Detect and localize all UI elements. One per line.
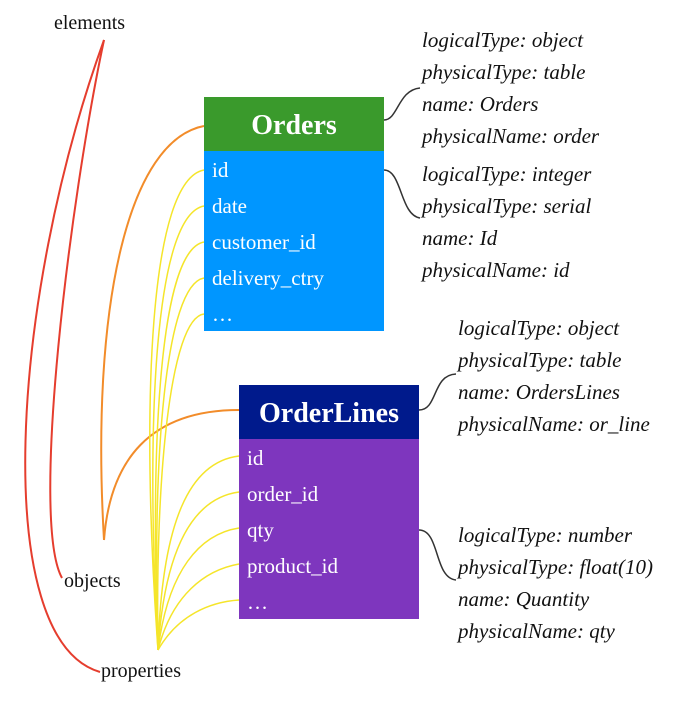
meta-line: physicalName: or_line: [458, 412, 650, 436]
properties-to-orders-customer-link: [154, 241, 205, 651]
meta-line: physicalName: qty: [458, 619, 615, 643]
orders-meta-bracket: [383, 87, 421, 121]
orders-field-delivery-ctry: delivery_ctry: [212, 266, 324, 290]
meta-line: logicalType: object: [458, 316, 620, 340]
properties-to-orders-date-link: [152, 205, 205, 651]
meta-line: physicalType: serial: [422, 194, 592, 218]
meta-line: physicalType: float(10): [458, 555, 653, 579]
orders-table-header: Orders: [204, 97, 384, 151]
orderlines-field-id: id: [247, 446, 264, 470]
meta-line: logicalType: number: [458, 523, 632, 547]
meta-line: physicalName: order: [422, 124, 600, 148]
orderlines-field-more: …: [247, 590, 268, 614]
properties-to-orders-more-link: [156, 313, 205, 651]
properties-to-orderlines-orderid-link: [157, 491, 240, 651]
meta-line: name: OrdersLines: [458, 380, 620, 404]
properties-to-orders-id-link: [149, 169, 205, 651]
orders-table-body: id date customer_id delivery_ctry …: [204, 151, 384, 331]
orderlines-meta-bracket: [418, 373, 457, 411]
orderlines-field-qty: qty: [247, 518, 274, 542]
elements-to-properties-link: [24, 39, 105, 673]
orderlines-table: OrderLines id order_id qty product_id …: [239, 385, 419, 619]
meta-line: physicalType: table: [422, 60, 586, 84]
orders-field-id: id: [212, 158, 229, 182]
orderlines-field-product-id: product_id: [247, 554, 338, 578]
orders-field-customer-id: customer_id: [212, 230, 316, 254]
meta-line: logicalType: integer: [422, 162, 592, 186]
properties-to-orders-delivery-link: [155, 277, 205, 651]
orders-field-more: …: [212, 302, 233, 326]
orderlines-qty-meta-bracket: [418, 529, 457, 581]
meta-line: name: Id: [422, 226, 498, 250]
properties-to-orderlines-id-link: [157, 455, 240, 651]
meta-line: logicalType: object: [422, 28, 584, 52]
orders-id-meta-bracket: [383, 169, 421, 219]
meta-line: physicalType: table: [458, 348, 622, 372]
meta-line: name: Quantity: [458, 587, 590, 611]
meta-line: physicalName: id: [422, 258, 570, 282]
properties-to-orderlines-productid-link: [157, 563, 240, 651]
orders-field-date: date: [212, 194, 247, 218]
properties-label: properties: [101, 660, 181, 682]
orderlines-table-header: OrderLines: [239, 385, 419, 439]
qty-property-metadata: logicalType: number physicalType: float(…: [458, 519, 653, 647]
orders-table: Orders id date customer_id delivery_ctry…: [204, 97, 384, 331]
objects-to-orderlines-link: [103, 409, 240, 541]
objects-to-orders-link: [100, 125, 205, 541]
meta-line: name: Orders: [422, 92, 539, 116]
objects-label: objects: [64, 570, 121, 592]
orderlines-field-order-id: order_id: [247, 482, 319, 506]
properties-to-orderlines-more-link: [157, 599, 240, 651]
elements-label: elements: [54, 12, 126, 34]
elements-to-objects-link: [49, 39, 105, 579]
orderlines-object-metadata: logicalType: object physicalType: table …: [458, 312, 650, 440]
orders-object-metadata: logicalType: object physicalType: table …: [422, 24, 599, 152]
orders-id-property-metadata: logicalType: integer physicalType: seria…: [422, 158, 591, 286]
properties-to-orderlines-qty-link: [157, 527, 240, 651]
orderlines-table-body: id order_id qty product_id …: [239, 439, 419, 619]
